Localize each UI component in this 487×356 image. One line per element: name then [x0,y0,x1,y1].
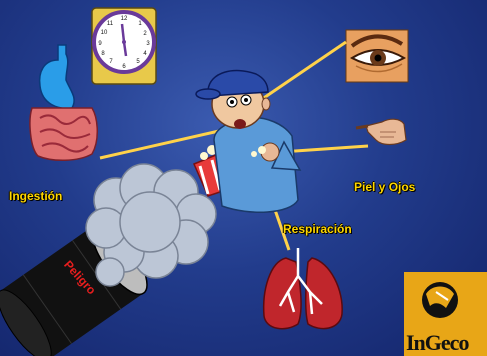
eye-icon [346,30,408,82]
logo: InGeco [404,272,487,356]
smoke-cloud-icon [86,164,216,286]
lungs-icon [264,248,342,329]
label-piel-ojos: Piel y Ojos [354,180,415,194]
label-ingestion: Ingestión [9,189,62,203]
svg-text:11: 11 [107,21,114,27]
hand-icon [356,119,406,144]
stomach-icon [30,45,97,160]
logo-text: InGeco [406,330,469,355]
svg-text:12: 12 [121,16,128,22]
label-respiracion: Respiración [283,222,352,236]
svg-text:10: 10 [101,30,108,36]
